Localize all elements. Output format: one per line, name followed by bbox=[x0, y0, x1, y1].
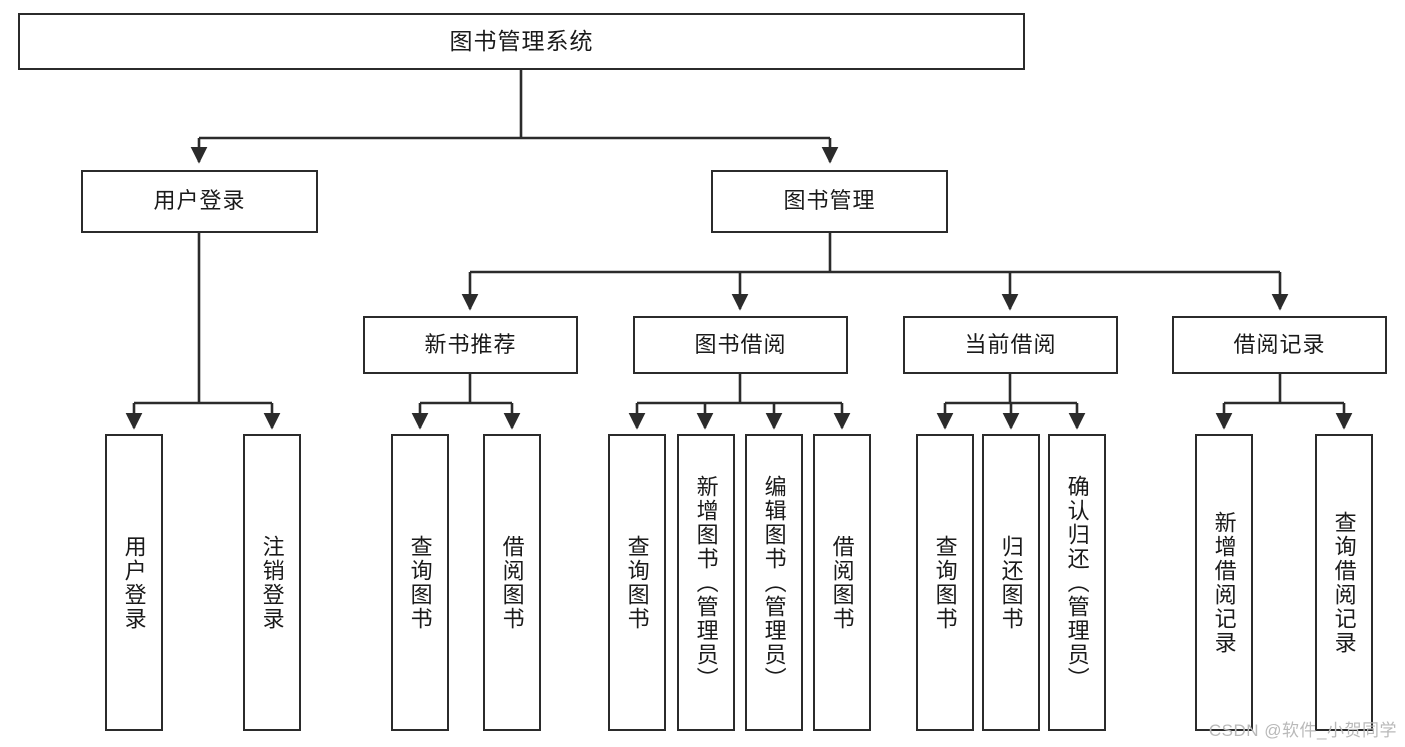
watermark: CSDN @软件_小贺同学 bbox=[1208, 721, 1397, 740]
node-label: 图书管理系统 bbox=[449, 27, 594, 54]
leaf-recommend-borrow-book[interactable]: 借阅图书 bbox=[483, 434, 541, 731]
node-label: 借阅图书 bbox=[829, 534, 855, 631]
leaf-borrow-query-book[interactable]: 查询图书 bbox=[608, 434, 666, 731]
node-label: 查询图书 bbox=[932, 534, 958, 631]
node-user-login[interactable]: 用户登录 bbox=[81, 170, 318, 233]
leaf-user-login-logout[interactable]: 注销登录 bbox=[243, 434, 301, 731]
leaf-recommend-query-book[interactable]: 查询图书 bbox=[391, 434, 449, 731]
node-root-book-management-system[interactable]: 图书管理系统 bbox=[18, 13, 1025, 70]
node-label: 确认归还（管理员） bbox=[1064, 474, 1090, 691]
node-label: 用户登录 bbox=[121, 534, 147, 631]
node-book-borrow[interactable]: 图书借阅 bbox=[633, 316, 848, 374]
node-label: 新增图书（管理员） bbox=[693, 474, 719, 691]
leaf-borrow-borrow-book[interactable]: 借阅图书 bbox=[813, 434, 871, 731]
node-label: 编辑图书（管理员） bbox=[761, 474, 787, 691]
leaf-borrow-edit-book-admin[interactable]: 编辑图书（管理员） bbox=[745, 434, 803, 731]
node-borrow-record[interactable]: 借阅记录 bbox=[1172, 316, 1387, 374]
node-label: 查询图书 bbox=[407, 534, 433, 631]
node-label: 当前借阅 bbox=[964, 331, 1057, 357]
node-label: 查询借阅记录 bbox=[1331, 510, 1357, 655]
node-label: 新增借阅记录 bbox=[1211, 510, 1237, 655]
node-label: 用户登录 bbox=[153, 188, 246, 214]
node-label: 借阅记录 bbox=[1233, 331, 1326, 357]
node-label: 图书借阅 bbox=[694, 331, 787, 357]
node-label: 借阅图书 bbox=[499, 534, 525, 631]
node-current-borrow[interactable]: 当前借阅 bbox=[903, 316, 1118, 374]
node-new-book-recommend[interactable]: 新书推荐 bbox=[363, 316, 578, 374]
node-label: 新书推荐 bbox=[424, 331, 517, 357]
node-label: 查询图书 bbox=[624, 534, 650, 631]
node-label: 注销登录 bbox=[259, 534, 285, 631]
node-label: 图书管理 bbox=[783, 188, 876, 214]
leaf-user-login-login[interactable]: 用户登录 bbox=[105, 434, 163, 731]
node-label: 归还图书 bbox=[998, 534, 1024, 631]
leaf-borrow-add-book-admin[interactable]: 新增图书（管理员） bbox=[677, 434, 735, 731]
leaf-record-query-record[interactable]: 查询借阅记录 bbox=[1315, 434, 1373, 731]
leaf-record-add-record[interactable]: 新增借阅记录 bbox=[1195, 434, 1253, 731]
leaf-current-query-book[interactable]: 查询图书 bbox=[916, 434, 974, 731]
leaf-current-return-book[interactable]: 归还图书 bbox=[982, 434, 1040, 731]
leaf-current-confirm-return-admin[interactable]: 确认归还（管理员） bbox=[1048, 434, 1106, 731]
node-book-management[interactable]: 图书管理 bbox=[711, 170, 948, 233]
